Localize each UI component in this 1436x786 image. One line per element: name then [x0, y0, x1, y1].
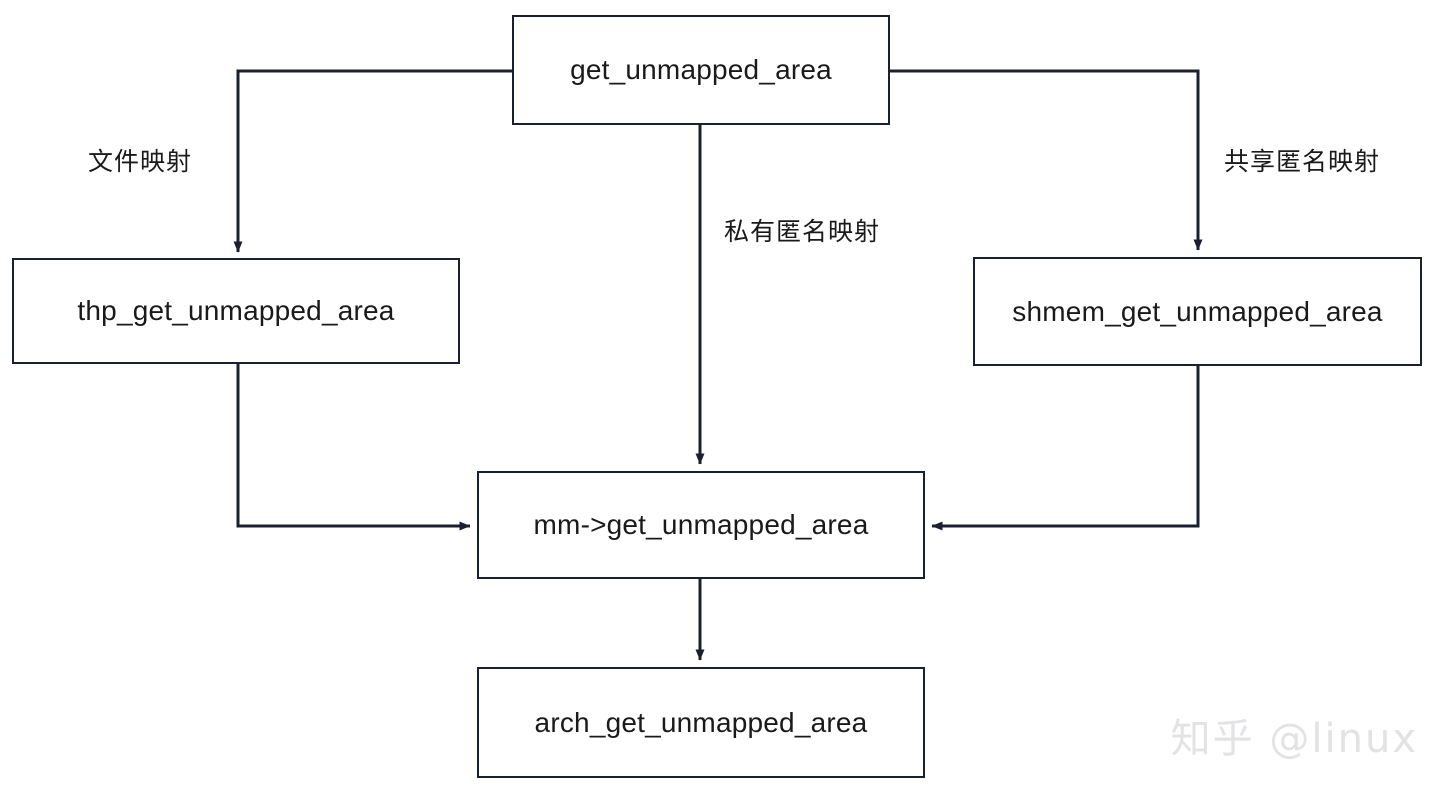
node-get-unmapped-area[interactable]: get_unmapped_area — [512, 15, 890, 125]
edge-root-to-shmem — [890, 69, 1203, 251]
edge-label-private-anon-mapping: 私有匿名映射 — [724, 217, 881, 246]
edge-root-to-thp — [233, 69, 512, 253]
node-mm-get-unmapped-area[interactable]: mm->get_unmapped_area — [477, 471, 925, 579]
node-arch-get-unmapped-area[interactable]: arch_get_unmapped_area — [477, 667, 925, 778]
node-thp-get-unmapped-area[interactable]: thp_get_unmapped_area — [12, 258, 460, 364]
edge-label-file-mapping: 文件映射 — [88, 147, 193, 176]
edge-thp-to-mm — [236, 364, 471, 531]
watermark: 知乎 @linux — [1170, 716, 1418, 762]
node-shmem-get-unmapped-area[interactable]: shmem_get_unmapped_area — [973, 257, 1422, 366]
node-label: thp_get_unmapped_area — [77, 295, 395, 326]
node-label: shmem_get_unmapped_area — [1012, 295, 1383, 327]
edge-label-shared-anon-mapping: 共享匿名映射 — [1224, 147, 1381, 176]
edge-shmem-to-mm — [931, 366, 1200, 531]
node-label: get_unmapped_area — [570, 54, 832, 85]
node-label: arch_get_unmapped_area — [534, 706, 868, 738]
node-label: mm->get_unmapped_area — [533, 509, 869, 540]
